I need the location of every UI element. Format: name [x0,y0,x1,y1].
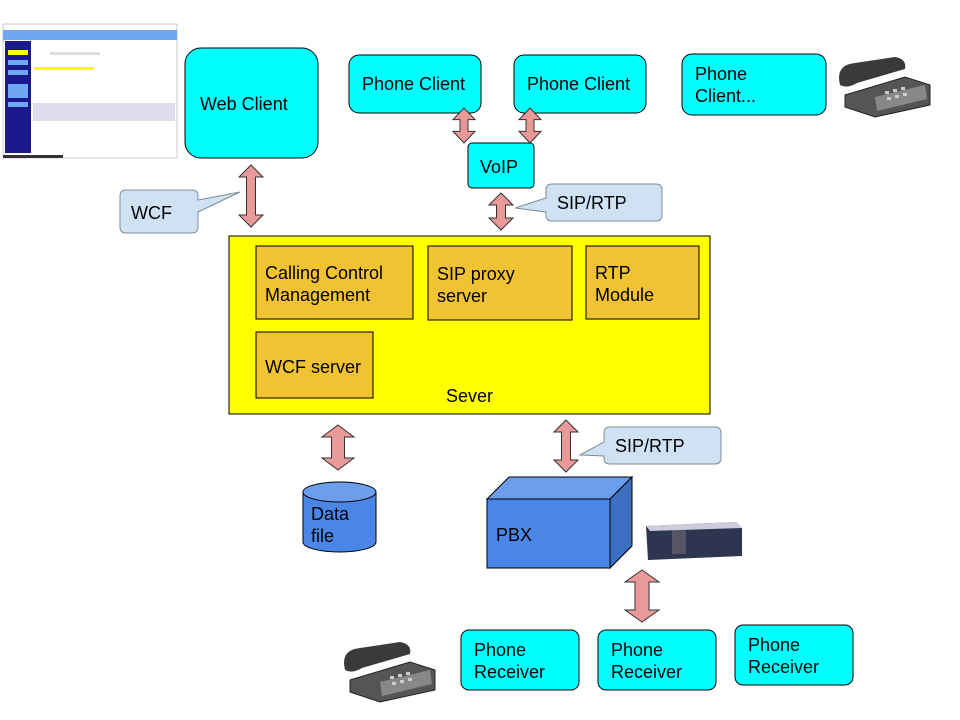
pbx-label: PBX [496,525,532,545]
phone-client-node-2 [513,54,647,114]
phone-receiver-label-2a: Phone [611,640,663,660]
web-client-node [184,47,319,159]
web-client-label: Web Client [200,94,288,114]
phone-client-label-1: Phone Client [362,74,465,94]
phone-client-2-voip-arrow [517,107,543,144]
desk-phone-icon [343,641,436,703]
phone-client-node-3 [681,53,827,116]
phone-client-1-voip-arrow [451,107,477,144]
sip-rtp-callout-bottom [578,426,722,465]
phone-receiver-label-1b: Receiver [474,662,545,682]
phone-receiver-node-1 [460,629,580,691]
calling-control-label-2: Management [265,285,370,305]
sip-proxy-label-2: server [437,286,487,306]
rtp-module-label-1: RTP [595,263,631,283]
desk-phone-icon [838,56,931,118]
voip-server-arrow [487,192,515,231]
rtp-module [585,245,700,320]
phone-client-label-3b: Client... [695,86,756,106]
phone-receiver-node-2 [597,629,717,691]
sip-rtp-callout-top-label: SIP/RTP [557,193,627,213]
wcf-server-module [255,331,374,399]
calling-control-label-1: Calling Control [265,263,383,283]
phone-receiver-label-1a: Phone [474,640,526,660]
data-file-label-2: file [311,526,334,546]
voip-node [467,142,535,189]
calling-control-module [255,245,414,320]
server-pbx-arrow [552,419,580,473]
pbx-receivers-arrow [623,569,661,623]
data-file-label-1: Data [311,504,350,524]
phone-receiver-node-3 [734,624,854,686]
sip-rtp-callout-top [514,183,663,222]
pbx-node [485,475,634,570]
web-app-screenshot [2,23,178,159]
server-label: Sever [446,386,493,406]
wcf-server-label: WCF server [265,357,361,377]
phone-client-node-1 [348,54,482,114]
pbx-hardware-icon [646,522,742,560]
server-data-file-arrow [320,424,356,471]
phone-receiver-label-2b: Receiver [611,662,682,682]
wcf-callout [119,189,241,234]
rtp-module-label-2: Module [595,285,654,305]
web-client-server-arrow [237,164,265,228]
sip-proxy-label-1: SIP proxy [437,264,515,284]
phone-client-label-3a: Phone [695,64,747,84]
wcf-callout-label: WCF [131,203,172,223]
phone-receiver-label-3b: Receiver [748,657,819,677]
sip-proxy-module [427,245,573,321]
data-file-node [302,481,377,553]
phone-client-label-2: Phone Client [527,74,630,94]
phone-receiver-label-3a: Phone [748,635,800,655]
sip-rtp-callout-bottom-label: SIP/RTP [615,436,685,456]
voip-label: VoIP [480,157,518,177]
